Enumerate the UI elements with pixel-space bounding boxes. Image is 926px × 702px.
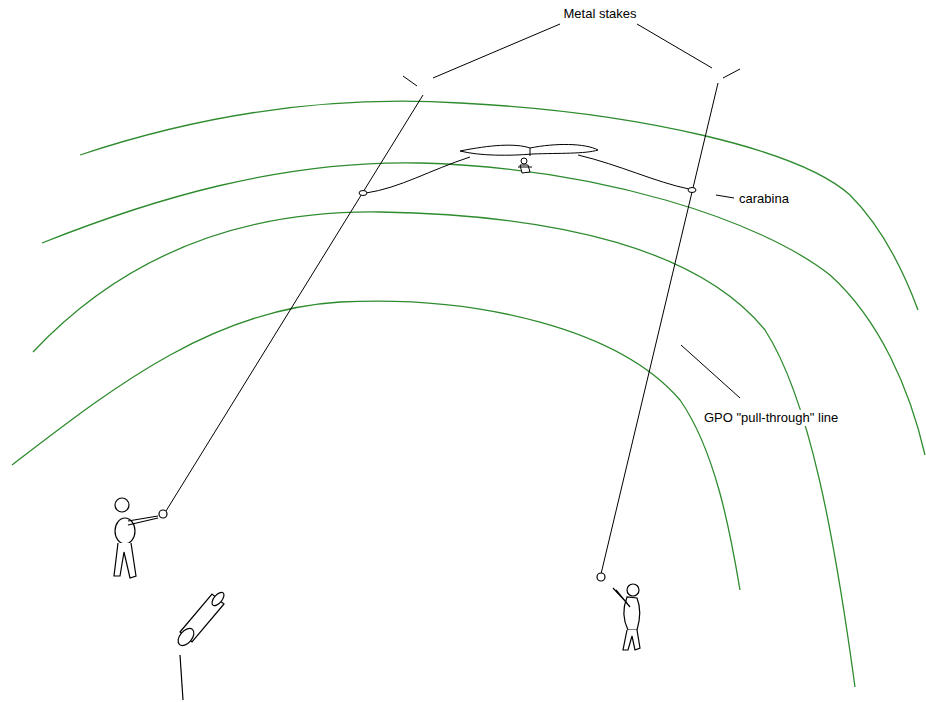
pilot bbox=[520, 165, 530, 173]
glider-keel bbox=[530, 148, 531, 156]
line-label: GPO "pull-through" line bbox=[702, 410, 840, 426]
contour-line bbox=[33, 212, 855, 687]
hang-glider bbox=[460, 144, 598, 173]
pull-line bbox=[601, 83, 718, 574]
leader-line bbox=[180, 655, 183, 700]
tube-end bbox=[210, 590, 226, 607]
glider-wing bbox=[460, 144, 598, 155]
carabiner bbox=[688, 188, 696, 193]
stake-label: Metal stakes bbox=[562, 6, 639, 22]
person-arm bbox=[613, 588, 630, 607]
person-legs bbox=[114, 543, 136, 578]
leader-line bbox=[637, 24, 712, 68]
tube-end bbox=[175, 625, 197, 648]
leader-line bbox=[433, 24, 560, 78]
person-arm bbox=[128, 516, 158, 525]
line-reel bbox=[159, 510, 167, 518]
leader-line bbox=[716, 195, 734, 198]
person-body bbox=[115, 518, 135, 544]
tube bbox=[175, 590, 226, 700]
contour-line bbox=[42, 163, 925, 455]
person-left bbox=[114, 498, 167, 578]
pilot bbox=[521, 158, 527, 164]
glider-line bbox=[366, 157, 470, 193]
carabiner bbox=[359, 191, 367, 196]
line-reel bbox=[597, 573, 605, 581]
glider-line bbox=[578, 155, 689, 189]
metal-stake bbox=[403, 76, 417, 86]
person-right bbox=[597, 573, 640, 650]
person-legs bbox=[623, 630, 640, 650]
leader-line bbox=[681, 345, 740, 398]
contour-lines bbox=[12, 101, 925, 687]
control-bar bbox=[518, 167, 532, 168]
contour-line bbox=[80, 101, 918, 310]
carabiners bbox=[359, 188, 696, 196]
carabiner-label: carabina bbox=[737, 191, 791, 207]
pull-line bbox=[166, 95, 423, 511]
pull-lines bbox=[166, 24, 740, 574]
person-head bbox=[627, 584, 639, 596]
metal-stake bbox=[723, 69, 740, 78]
contour-line bbox=[12, 301, 740, 590]
person-head bbox=[115, 498, 129, 512]
